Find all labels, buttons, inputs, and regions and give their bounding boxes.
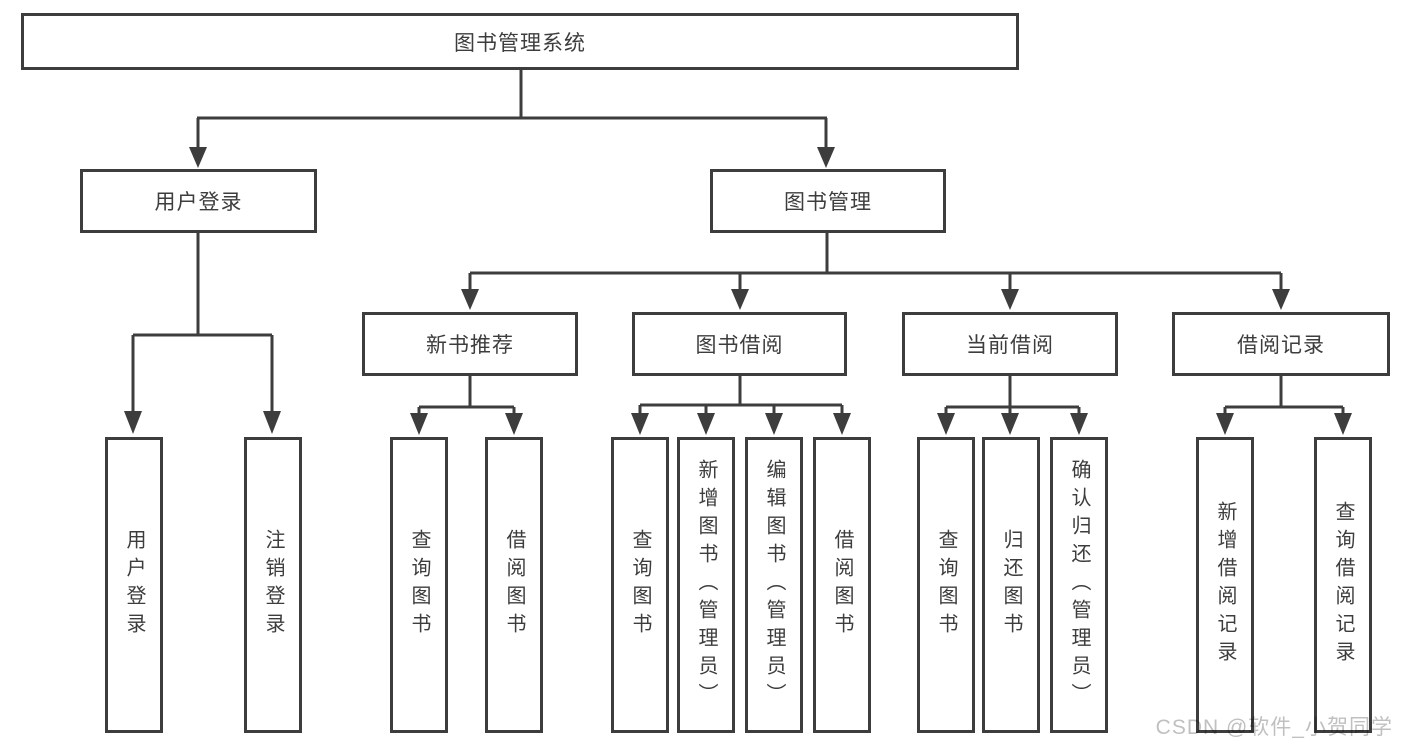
node-book-borrowing: 图书借阅 [632, 312, 847, 376]
leaf-user-login: 用户登录 [105, 437, 163, 733]
leaf-current-query-books: 查询图书 [917, 437, 975, 733]
leaf-label: 查询图书 [629, 529, 651, 641]
leaf-label: 借阅图书 [503, 529, 525, 641]
arrow-down-icon [1001, 289, 1019, 310]
arrow-down-icon [461, 289, 479, 310]
node-label: 借阅记录 [1237, 334, 1325, 357]
leaf-label: 归还图书 [1000, 529, 1022, 641]
arrow-down-icon [263, 411, 281, 434]
leaf-logout: 注销登录 [244, 437, 302, 733]
arrow-down-icon [937, 413, 955, 435]
arrow-down-icon [505, 413, 523, 435]
arrow-down-icon [124, 411, 142, 434]
arrow-down-icon [765, 413, 783, 435]
arrow-down-icon [833, 413, 851, 435]
arrow-down-icon [189, 147, 207, 168]
arrow-down-icon [1216, 413, 1234, 435]
node-label: 新书推荐 [426, 334, 514, 357]
leaf-label: 查询图书 [408, 529, 430, 641]
leaf-records-query-record: 查询借阅记录 [1314, 437, 1372, 733]
arrow-down-icon [731, 289, 749, 310]
connector-root-to-level2 [196, 70, 828, 147]
node-label: 图书借阅 [695, 334, 784, 357]
arrow-down-icon [410, 413, 428, 435]
leaf-label: 查询借阅记录 [1332, 501, 1354, 669]
connector-records-to-leaves [1223, 376, 1345, 414]
arrowhead-icons [124, 147, 1352, 435]
node-new-book-recommend: 新书推荐 [362, 312, 578, 376]
leaf-borrowing-borrow-books: 借阅图书 [813, 437, 871, 733]
connector-userlogin-to-leaves [131, 233, 274, 411]
node-current-borrowing: 当前借阅 [902, 312, 1118, 376]
arrow-down-icon [697, 413, 715, 435]
arrow-down-icon [1070, 413, 1088, 435]
arrow-down-icon [631, 413, 649, 435]
connector-current-to-leaves [944, 376, 1081, 414]
leaf-borrowing-add-books-admin: 新增图书（管理员） [677, 437, 735, 733]
connector-newbook-to-leaves [417, 376, 516, 414]
arrow-down-icon [817, 147, 835, 168]
leaf-label: 查询图书 [935, 529, 957, 641]
leaf-borrowing-edit-books-admin: 编辑图书（管理员） [745, 437, 803, 733]
connector-bookmgmt-to-level3 [468, 233, 1283, 290]
leaf-records-add-record: 新增借阅记录 [1196, 437, 1254, 733]
leaf-newbook-query-books: 查询图书 [390, 437, 448, 733]
leaf-label: 用户登录 [123, 529, 145, 641]
node-book-management: 图书管理 [710, 169, 946, 233]
leaf-newbook-borrow-books: 借阅图书 [485, 437, 543, 733]
arrow-down-icon [1334, 413, 1352, 435]
leaf-current-confirm-return-admin: 确认归还（管理员） [1050, 437, 1108, 733]
leaf-label: 新增借阅记录 [1214, 501, 1236, 669]
node-label: 图书管理系统 [454, 31, 586, 55]
node-root-system: 图书管理系统 [21, 13, 1019, 70]
leaf-current-return-books: 归还图书 [982, 437, 1040, 733]
node-label: 图书管理 [784, 191, 872, 214]
leaf-label: 注销登录 [262, 529, 284, 641]
node-borrowing-records: 借阅记录 [1172, 312, 1390, 376]
arrow-down-icon [1272, 289, 1290, 310]
node-label: 用户登录 [154, 191, 243, 214]
leaf-borrowing-query-books: 查询图书 [611, 437, 669, 733]
node-user-login: 用户登录 [80, 169, 317, 233]
arrow-down-icon [1001, 413, 1019, 435]
csdn-watermark: CSDN @软件_小贺同学 [1155, 716, 1393, 739]
leaf-label: 确认归还（管理员） [1068, 459, 1090, 711]
connector-borrowing-to-leaves [638, 376, 844, 414]
leaf-label: 借阅图书 [831, 529, 853, 641]
leaf-label: 新增图书（管理员） [695, 459, 717, 711]
node-label: 当前借阅 [966, 334, 1054, 357]
leaf-label: 编辑图书（管理员） [763, 459, 785, 711]
